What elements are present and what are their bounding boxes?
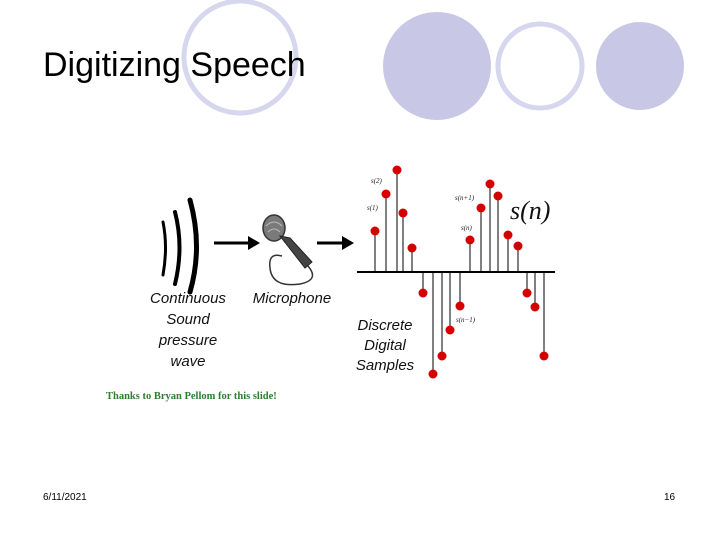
annotation-s1: s(1) [367, 204, 379, 212]
annotation-sn-minus-1: s(n−1) [456, 316, 476, 324]
sample-dot [371, 227, 380, 236]
sample-dot [504, 231, 513, 240]
continuous-label-line-3: pressure [158, 332, 217, 349]
continuous-label-line-4: wave [170, 353, 205, 370]
continuous-label-line-1: Continuous [150, 290, 226, 307]
sample-dot [399, 209, 408, 218]
sample-dot [477, 204, 486, 213]
sample-dot [382, 190, 391, 199]
sample-dot [540, 352, 549, 361]
sample-dot [393, 166, 402, 175]
annotation-sn-plus-1: s(n+1) [455, 194, 475, 202]
footer-date: 6/11/2021 [43, 492, 87, 503]
arrow-to-microphone-icon [214, 236, 260, 250]
sample-dot [486, 180, 495, 189]
discrete-label-line-3: Samples [356, 357, 415, 374]
sample-dot [466, 236, 475, 245]
microphone-icon [263, 215, 313, 285]
credit-text: Thanks to Bryan Pellom for this slide! [106, 391, 277, 402]
sample-dot [514, 242, 523, 251]
microphone-label: Microphone [253, 290, 331, 307]
annotation-s2: s(2) [371, 177, 383, 185]
sample-dot [531, 303, 540, 312]
sample-dot [446, 326, 455, 335]
slide-number: 16 [664, 492, 675, 503]
sample-dot [408, 244, 417, 253]
sound-wave-icon [163, 200, 197, 292]
arrow-to-samples-icon [317, 236, 354, 250]
sample-dot [494, 192, 503, 201]
discrete-label-line-2: Digital [364, 337, 406, 354]
sample-dot [456, 302, 465, 311]
sample-dot [438, 352, 447, 361]
discrete-label-line-1: Discrete [357, 317, 412, 334]
sample-dot [419, 289, 428, 298]
sample-dot [523, 289, 532, 298]
sample-dot [429, 370, 438, 379]
annotation-sn: s(n) [461, 224, 473, 232]
sn-label: s(n) [510, 196, 550, 225]
continuous-label-line-2: Sound [166, 311, 210, 328]
